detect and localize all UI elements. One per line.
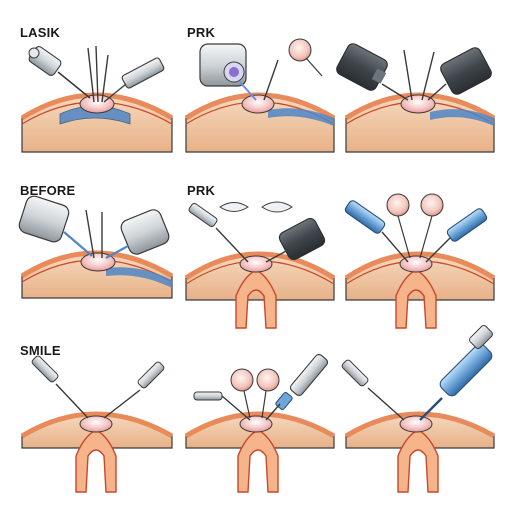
- panel-prk-top: [184, 38, 336, 153]
- corneal-disc-icon: [288, 38, 323, 77]
- corneal-disc-icon: [419, 193, 444, 259]
- laser-device-icon: [427, 47, 492, 101]
- forceps-icon: [85, 209, 103, 259]
- panel-smile-extraction: [184, 353, 336, 493]
- lenticule-icon: [261, 201, 293, 213]
- panel-smile: [20, 355, 174, 493]
- corneal-disc-icon: [256, 368, 280, 419]
- label-lasik: LASIK: [20, 25, 60, 40]
- forceps-icon: [87, 45, 109, 103]
- laser-device-icon: [344, 200, 409, 263]
- forceps-icon: [31, 355, 89, 419]
- cornea-cross-section: [184, 92, 336, 153]
- panel-prk-middle: [184, 201, 336, 329]
- panel-lasik: [20, 45, 174, 153]
- panel-laser-procedure: [336, 43, 496, 153]
- cornea-cross-section: [184, 411, 336, 493]
- cornea-cross-section: [184, 251, 336, 329]
- corneal-disc-icon: [230, 368, 254, 419]
- panel-lens-insertion: [341, 325, 496, 493]
- label-prk-middle: PRK: [187, 183, 215, 198]
- forceps-icon: [193, 391, 251, 421]
- laser-device-icon: [18, 195, 93, 257]
- cornea-cross-section: [20, 411, 174, 493]
- cornea-cross-section: [20, 250, 174, 299]
- forceps-icon: [188, 202, 249, 263]
- cornea-cross-section: [344, 411, 496, 493]
- laser-device-icon: [28, 46, 91, 99]
- laser-device-icon: [336, 43, 409, 101]
- panel-before: [18, 195, 174, 299]
- forceps-icon: [341, 359, 405, 421]
- cornea-cross-section: [344, 251, 496, 329]
- laser-device-icon: [199, 43, 257, 101]
- label-smile: SMILE: [20, 343, 61, 358]
- forceps-icon: [403, 49, 435, 101]
- panel-lenticule-extraction: [344, 193, 496, 329]
- label-before: BEFORE: [20, 183, 75, 198]
- corneal-disc-icon: [386, 193, 411, 259]
- forceps-icon: [103, 361, 165, 419]
- laser-device-icon: [425, 208, 488, 263]
- laser-device-icon: [103, 57, 165, 103]
- laser-device-icon: [265, 217, 326, 263]
- syringe-icon: [419, 325, 493, 421]
- laser-device-icon: [105, 209, 170, 259]
- cornea-cross-section: [344, 92, 496, 153]
- cornea-cross-section: [20, 92, 174, 153]
- syringe-icon: [265, 353, 329, 421]
- label-prk-top: PRK: [187, 25, 215, 40]
- forceps-icon: [263, 59, 279, 101]
- lenticule-icon: [219, 202, 249, 212]
